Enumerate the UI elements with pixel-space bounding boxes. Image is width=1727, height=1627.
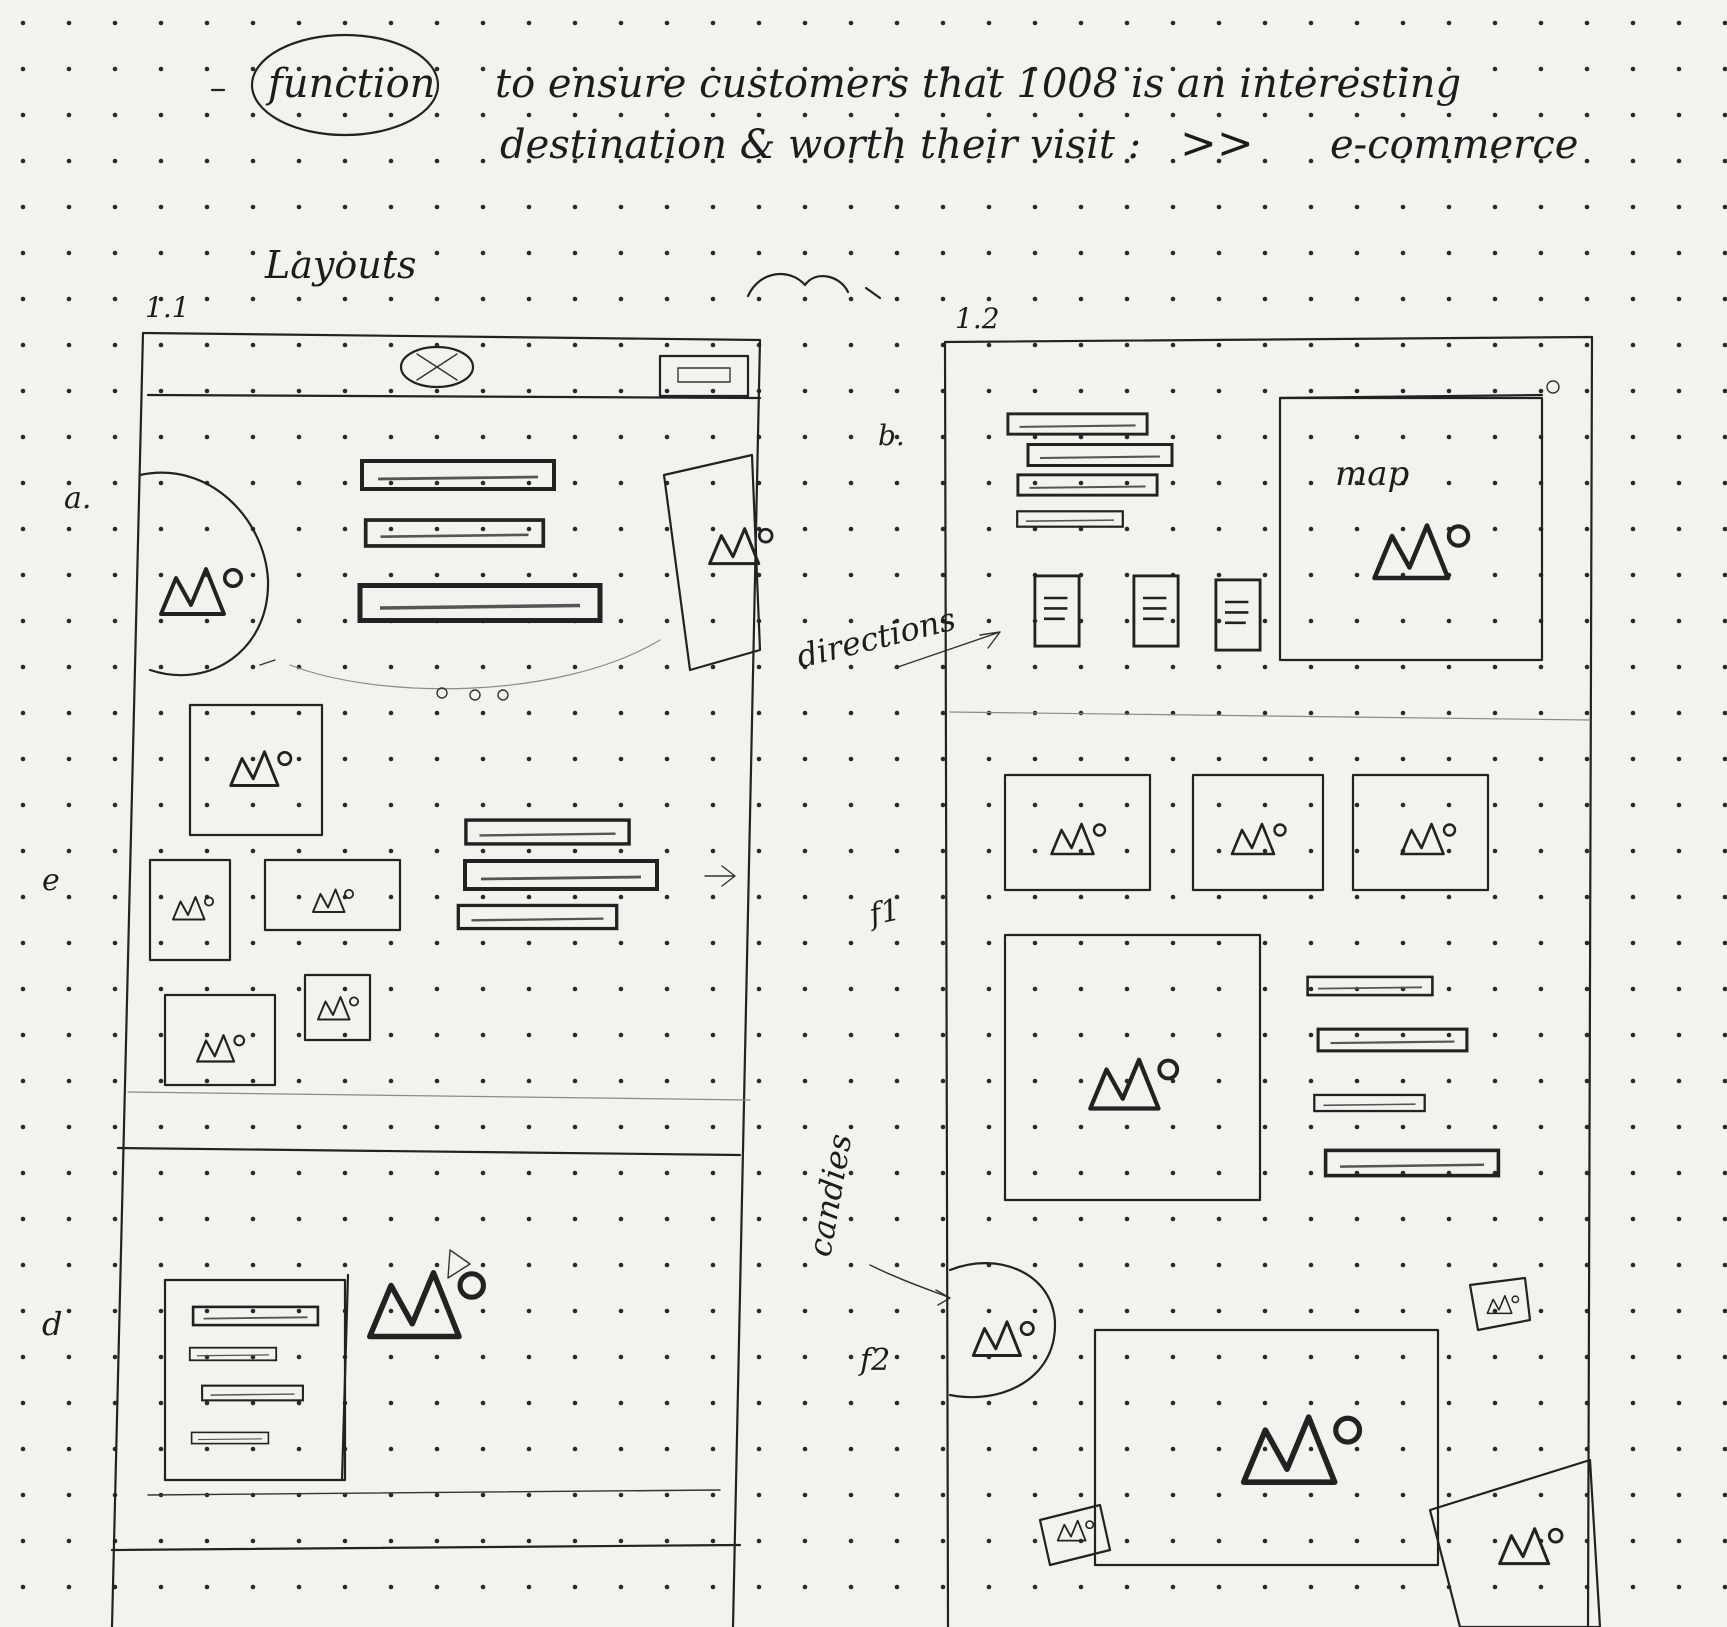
heading-line-2: destination & worth their visit : — [500, 122, 1141, 168]
logo-icon — [399, 345, 475, 389]
section-label-d: d — [42, 1305, 62, 1343]
featured-candy-image — [1003, 933, 1262, 1202]
candy-image — [1351, 773, 1490, 892]
connector-squiggle — [746, 272, 850, 298]
section-label-f2: f2 — [858, 1343, 890, 1378]
f2-circle — [948, 1261, 1057, 1399]
f2-main-image — [1093, 1328, 1440, 1567]
function-word: function — [265, 61, 435, 107]
f2-thumb-image — [1468, 1276, 1532, 1332]
panel-number-1-2: 1.2 — [955, 302, 1000, 335]
heading-line-2-end: e-commerce — [1330, 122, 1578, 168]
gallery-image — [263, 858, 402, 932]
map-panel — [1278, 396, 1544, 662]
panel-number-1-1: 1.1 — [145, 291, 190, 324]
heading-arrow: >> — [1180, 118, 1254, 169]
section-label-e: e — [42, 863, 60, 898]
carousel-dot — [436, 687, 448, 699]
gallery-image — [163, 993, 277, 1087]
function-circle — [250, 33, 440, 137]
candy-image — [1003, 773, 1152, 892]
heading-line-1: to ensure customers that 1008 is an inte… — [495, 61, 1461, 107]
gallery-image — [188, 703, 324, 837]
arrow-right-icon — [704, 865, 736, 887]
candy-image — [1191, 773, 1325, 892]
layout-panel-1-2: b. map f1 f2 — [858, 335, 1602, 1627]
section-label-a: a. — [64, 481, 91, 516]
hero-circle — [138, 471, 270, 677]
menu-icon — [658, 354, 750, 398]
annotation-map: map — [1335, 454, 1409, 494]
hero-side-image — [662, 453, 762, 672]
f2-thumb-image — [1038, 1503, 1112, 1567]
section-label-b: b. — [878, 419, 905, 452]
layouts-label: Layouts — [264, 243, 416, 287]
carousel-dot — [497, 689, 509, 701]
header: function to ensure customers that 1008 i… — [210, 33, 1578, 169]
layout-panel-1-1: a. e d — [42, 331, 772, 1627]
carousel-dot — [469, 689, 481, 701]
gallery-image — [148, 858, 232, 962]
f2-corner-image — [1428, 1458, 1602, 1627]
gallery-image — [303, 973, 372, 1042]
